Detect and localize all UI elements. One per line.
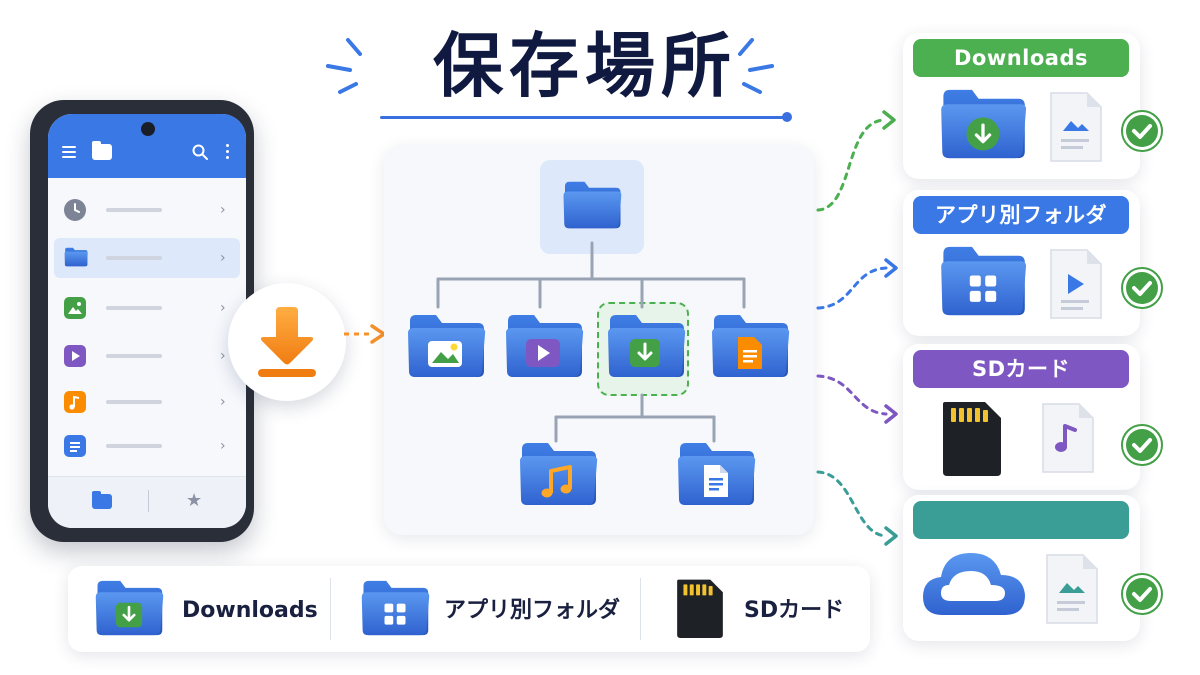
- root-folder-icon[interactable]: [562, 180, 622, 230]
- title-rays-decoration: [326, 38, 774, 94]
- file-category-row[interactable]: ›: [48, 288, 246, 328]
- grid-folder-icon: [939, 242, 1027, 320]
- file-category-row[interactable]: ›: [48, 426, 246, 466]
- chevron-right-icon: ›: [220, 394, 226, 410]
- page-title: 保存場所: [433, 25, 737, 107]
- file-category-row[interactable]: ›: [48, 382, 246, 422]
- flow-arrow-to-tree: [344, 324, 386, 344]
- folder-tree-lines: [436, 241, 746, 443]
- check-icon: [1121, 267, 1163, 309]
- title-underline-dot: [782, 112, 792, 122]
- music-icon: [64, 391, 86, 413]
- grid-folder-icon: [360, 574, 430, 642]
- check-icon: [1121, 110, 1163, 152]
- legend-label-sd-card: SDカード: [744, 598, 845, 623]
- download-folder-icon: [94, 574, 164, 642]
- row-placeholder-text: [106, 400, 162, 404]
- image-icon: [64, 297, 86, 319]
- download-folder-icon: [939, 85, 1027, 163]
- row-placeholder-text: [106, 444, 162, 448]
- row-placeholder-text: [106, 354, 162, 358]
- image-file-icon: [1046, 554, 1098, 624]
- row-placeholder-text: [106, 306, 162, 310]
- chevron-right-icon: ›: [220, 348, 226, 364]
- document-folder-icon[interactable]: [710, 308, 790, 384]
- phone-screen: › › › › › › ★: [48, 114, 246, 528]
- destination-card-sd-card: SDカード: [903, 344, 1163, 490]
- storage-legend: [68, 566, 870, 652]
- cloud-icon: [923, 553, 1025, 615]
- destination-label: [913, 501, 1129, 539]
- destination-card-cloud: [903, 495, 1163, 641]
- nav-divider: [148, 490, 149, 512]
- bottom-navigation: [48, 476, 246, 528]
- chevron-right-icon: ›: [220, 202, 226, 218]
- image-folder-icon[interactable]: [406, 308, 486, 384]
- check-icon: [1121, 424, 1163, 466]
- video-file-icon: [1050, 249, 1102, 319]
- video-icon: [64, 345, 86, 367]
- more-options-icon[interactable]: [226, 144, 230, 160]
- row-placeholder-text: [106, 256, 162, 260]
- row-placeholder-text: [106, 208, 162, 212]
- music-file-icon: [1042, 403, 1094, 473]
- nav-files-icon[interactable]: [92, 491, 112, 509]
- sd-card-icon: [943, 402, 1001, 476]
- destination-label: SDカード: [913, 350, 1129, 388]
- hamburger-menu-icon[interactable]: [62, 146, 76, 158]
- app-folder-icon: [92, 141, 112, 160]
- file-category-row[interactable]: ›: [48, 190, 246, 230]
- legend-divider: [330, 578, 331, 640]
- legend-label-app-folder: アプリ別フォルダ: [444, 598, 621, 623]
- file-category-row[interactable]: ›: [48, 336, 246, 376]
- destination-flow-arrows: [816, 110, 898, 546]
- folder-icon: [64, 247, 86, 269]
- legend-label-downloads: Downloads: [182, 598, 318, 623]
- download-badge: [228, 283, 346, 401]
- download-arrow-icon: [258, 307, 316, 377]
- check-icon: [1121, 573, 1163, 615]
- music-folder-icon[interactable]: [518, 436, 598, 512]
- nav-favorites-star-icon[interactable]: ★: [186, 490, 203, 511]
- title-underline: [380, 116, 786, 119]
- clock-icon: [64, 199, 86, 221]
- chevron-right-icon: ›: [220, 250, 226, 266]
- sd-card-icon: [677, 579, 723, 638]
- destination-card-app-folder: アプリ別フォルダ: [903, 190, 1163, 336]
- destination-card-downloads: Downloads: [903, 33, 1163, 179]
- destination-label: アプリ別フォルダ: [913, 196, 1129, 234]
- search-icon[interactable]: [192, 144, 208, 160]
- document-icon: [64, 435, 86, 457]
- legend-divider: [640, 578, 641, 640]
- download-folder-icon[interactable]: [606, 308, 686, 384]
- chevron-right-icon: ›: [220, 438, 226, 454]
- document-folder-icon-2[interactable]: [676, 436, 756, 512]
- file-category-row[interactable]: ›: [54, 238, 240, 278]
- chevron-right-icon: ›: [220, 300, 226, 316]
- front-camera: [141, 122, 155, 136]
- video-folder-icon[interactable]: [504, 308, 584, 384]
- image-file-icon: [1050, 92, 1102, 162]
- destination-label: Downloads: [913, 39, 1129, 77]
